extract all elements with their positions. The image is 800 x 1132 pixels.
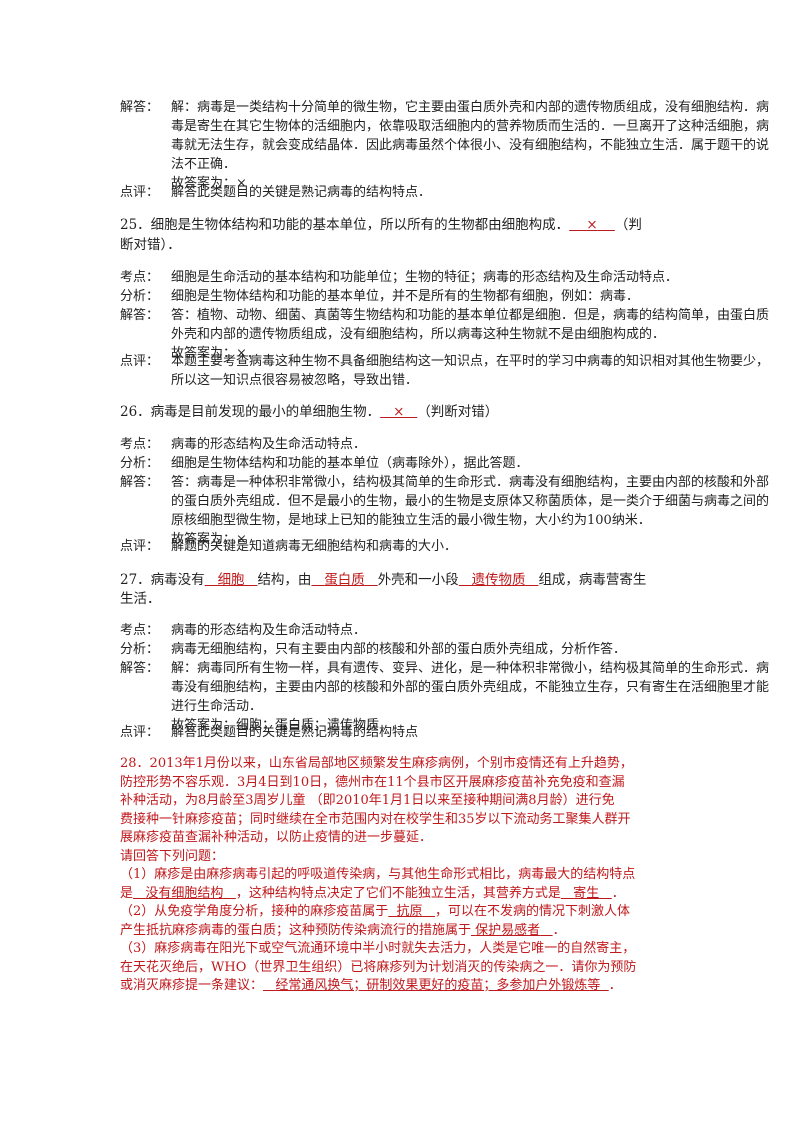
comment-label: 点评： xyxy=(120,354,160,369)
comment-text: 解答此类题目的关键是熟记病毒的结构特点． xyxy=(171,185,432,200)
comment-row: 点评： 解答此类题目的关键是熟记病毒的结构特点． xyxy=(120,183,800,202)
question-text: 展麻疹疫苗查漏补种活动，以防止疫情的进一步蔓延． xyxy=(120,830,433,845)
answer-blank: 没有细胞结构 xyxy=(145,885,224,901)
comment-row: 点评： 解答此类题目的关键是熟记病毒的结构特点 xyxy=(120,723,800,742)
analysis-row: 分析： 细胞是生物体结构和功能的基本单位（病毒除外），据此答题． xyxy=(120,454,800,473)
question-26: 26．病毒是目前发现的最小的单细胞生物． × （判断对错） xyxy=(120,403,800,422)
comment-text: 解答此类题目的关键是熟记病毒的结构特点 xyxy=(171,725,419,740)
question-text: （判 xyxy=(614,217,642,233)
answer-text: 外壳和内部的遗传物质组成，没有细胞结构，所以病毒这种生物就不是由细胞构成的． xyxy=(171,327,666,342)
answer-text: 毒没有细胞结构，主要由内部的核酸和外部的蛋白质外壳组成，不能独立生存，只有寄生在… xyxy=(171,680,770,695)
kaodian-row: 考点： 病毒的形态结构及生命活动特点． xyxy=(120,435,800,454)
answer-blank: × xyxy=(586,217,598,233)
question-text: 26．病毒是目前发现的最小的单细胞生物． xyxy=(120,404,381,420)
kaodian-row: 考点： 病毒的形态结构及生命活动特点． xyxy=(120,621,800,640)
comment-text: 本题主要考查病毒这种生物不具备细胞结构这一知识点，在平时的学习中病毒的知识相对其… xyxy=(171,354,770,369)
analysis-text: 病毒无细胞结构，只有主要由内部的核酸和外部的蛋白质外壳组成，分析作答． xyxy=(171,642,627,657)
answer-row: 解答： 解：病毒是一类结构十分简单的微生物，它主要由蛋白质外壳和内部的遗传物质组… xyxy=(120,98,800,117)
answer-label: 解答： xyxy=(120,661,160,676)
comment-label: 点评： xyxy=(120,185,160,200)
kaodian-label: 考点： xyxy=(120,623,160,638)
question-text: 请回答下列问题： xyxy=(120,848,225,864)
analysis-text: 细胞是生物体结构和功能的基本单位（病毒除外），据此答题． xyxy=(171,456,529,471)
answer-blank: 遗传物质 xyxy=(471,572,526,588)
question-text: 防控形势不容乐观．3月4日到10日，德州市在11个县市区开展麻疹疫苗补充免疫和查… xyxy=(120,774,625,790)
answer-text: 解：病毒是一类结构十分简单的微生物，它主要由蛋白质外壳和内部的遗传物质组成，没有… xyxy=(171,100,770,115)
comment-label: 点评： xyxy=(120,725,160,740)
analysis-text: 细胞是生物体结构和功能的基本单位，并不是所有的生物都有细胞，例如：病毒． xyxy=(171,289,640,304)
comment-text: 解题的关键是知道病毒无细胞结构和病毒的大小． xyxy=(171,539,458,554)
question-text: 生活． xyxy=(120,591,161,607)
answer-result: 故答案为：细胞；蛋白质；遗传物质 xyxy=(171,718,380,733)
question-text: 27．病毒没有 xyxy=(120,572,205,588)
sub-question-3: 或消灭麻疹提一条建议： 经常通风换气；研制效果更好的疫苗；多参加户外锻炼等 ． xyxy=(120,978,622,993)
answer-text: 答：植物、动物、细菌、真菌等生物结构和功能的基本单位都是细胞．但是，病毒的结构简… xyxy=(171,308,770,323)
answer-blank: 保护易感者 xyxy=(475,922,541,938)
answer-blank: 细胞 xyxy=(217,572,245,588)
answer-blank: 抗原 xyxy=(396,904,423,919)
answer-blank: × xyxy=(393,404,405,420)
answer-blank: 经常通风换气；研制效果更好的疫苗；多参加户外锻炼等 xyxy=(275,978,601,993)
kaodian-label: 考点： xyxy=(120,270,160,285)
kaodian-label: 考点： xyxy=(120,437,160,452)
comment-text: 所以这一知识点很容易被忽略，导致出错． xyxy=(171,373,419,388)
kaodian-text: 细胞是生命活动的基本结构和功能单位；生物的特征；病毒的形态结构及生命活动特点． xyxy=(171,270,679,285)
question-text: 28．2013年1月份以来，山东省局部地区频繁发生麻疹病例，个别市疫情还有上升趋… xyxy=(120,756,633,771)
answer-row: 解答： 解：病毒同所有生物一样，具有遗传、变异、进化，是一种体积非常微小，结构极… xyxy=(120,659,800,678)
answer-blank: 寄生 xyxy=(573,885,600,901)
sub-question-1: （1）麻疹是由麻疹病毒引起的呼吸道传染病，与其他生命形式相比，病毒最大的结构特点 xyxy=(120,867,636,882)
answer-row: 解答： 答：病毒是一种体积非常微小，结构极其简单的生命形式．病毒没有细胞结构，主… xyxy=(120,473,800,492)
analysis-row: 分析： 病毒无细胞结构，只有主要由内部的核酸和外部的蛋白质外壳组成，分析作答． xyxy=(120,640,800,659)
question-text: 费接种一针麻疹疫苗；同时继续在全市范围内对在校学生和35岁以下流动务工聚集人群开 xyxy=(120,811,631,827)
answer-text: 毒是寄生在其它生物体的活细胞内，依靠吸取活细胞内的营养物质而生活的．一旦离开了这… xyxy=(171,119,770,134)
question-25: 25．细胞是生物体结构和功能的基本单位，所以所有的生物都由细胞构成． × （判 xyxy=(120,216,800,235)
question-text: 补种活动，为8月龄至3周岁儿童 （即2010年1月1日以来至接种期间满8月龄）进… xyxy=(120,793,615,808)
answer-result: 故答案为：× xyxy=(171,176,247,191)
answer-text: 进行生命活动． xyxy=(171,699,263,714)
analysis-row: 分析： 细胞是生物体结构和功能的基本单位，并不是所有的生物都有细胞，例如：病毒． xyxy=(120,287,800,306)
answer-text: 原核细胞型微生物，是地球上已知的能独立生活的最小微生物，大小约为100纳米． xyxy=(171,513,651,528)
question-28: 28．2013年1月份以来，山东省局部地区频繁发生麻疹病例，个别市疫情还有上升趋… xyxy=(120,755,680,996)
kaodian-row: 考点： 细胞是生命活动的基本结构和功能单位；生物的特征；病毒的形态结构及生命活动… xyxy=(120,268,800,287)
answer-label: 解答： xyxy=(120,100,160,115)
answer-label: 解答： xyxy=(120,308,160,323)
analysis-label: 分析： xyxy=(120,642,160,657)
sub-question-2: 产生抵抗麻疹病毒的蛋白质；这种预防传染病流行的措施属于 保护易感者 ． xyxy=(120,922,566,938)
answer-result: 故答案为：× xyxy=(171,532,247,547)
answer-text: 毒就无法生存，就会变成结晶体．因此病毒虽然个体很小、没有细胞结构，不能独立生活．… xyxy=(171,138,770,153)
question-27: 27．病毒没有 细胞 结构，由 蛋白质 外壳和一小段 遗传物质 组成，病毒营寄生 xyxy=(120,571,800,590)
comment-label: 点评： xyxy=(120,539,160,554)
answer-text: 答：病毒是一种体积非常微小，结构极其简单的生命形式．病毒没有细胞结构，主要由内部… xyxy=(171,475,770,490)
answer-text: 法不正确． xyxy=(171,157,237,172)
question-text: 25．细胞是生物体结构和功能的基本单位，所以所有的生物都由细胞构成． xyxy=(120,217,570,233)
answer-blank: 蛋白质 xyxy=(324,572,365,588)
comment-row: 点评： 本题主要考查病毒这种生物不具备细胞结构这一知识点，在平时的学习中病毒的知… xyxy=(120,352,800,371)
answer-text: 的蛋白质外壳组成．但不是最小的生物，最小的生物是支原体又称菌质体，是一类介于细菌… xyxy=(171,494,770,509)
answer-label: 解答： xyxy=(120,475,160,490)
answer-row: 解答： 答：植物、动物、细菌、真菌等生物结构和功能的基本单位都是细胞．但是，病毒… xyxy=(120,306,800,325)
answer-result: 故答案为：×． xyxy=(171,346,260,361)
question-text: 组成，病毒营寄生 xyxy=(538,572,647,588)
question-text: （判断对错） xyxy=(417,404,499,420)
analysis-label: 分析： xyxy=(120,289,160,304)
question-text: 断对错）． xyxy=(120,237,181,253)
sub-question-2: （2）从免疫学角度分析，接种的麻疹疫苗属于 抗原 ，可以在不发病的情况下刺激人体 xyxy=(120,904,630,919)
kaodian-text: 病毒的形态结构及生命活动特点． xyxy=(171,437,367,452)
sub-question-3: 在天花灭绝后，WHO（世界卫生组织）已将麻疹列为计划消灭的传染病之一．请你为预防 xyxy=(120,959,637,975)
comment-row: 点评： 解题的关键是知道病毒无细胞结构和病毒的大小． xyxy=(120,537,800,556)
question-text: 外壳和一小段 xyxy=(377,572,459,588)
sub-question-1: 是 没有细胞结构 ，这种结构特点决定了它们不能独立生活，其营养方式是 寄生 ． xyxy=(120,885,625,901)
question-text: 结构，由 xyxy=(257,572,312,588)
answer-text: 解：病毒同所有生物一样，具有遗传、变异、进化，是一种体积非常微小，结构极其简单的… xyxy=(171,661,770,676)
analysis-label: 分析： xyxy=(120,456,160,471)
sub-question-3: （3）麻疹病毒在阳光下或空气流通环境中半小时就失去活力，人类是它唯一的自然寄主， xyxy=(120,941,636,956)
kaodian-text: 病毒的形态结构及生命活动特点． xyxy=(171,623,367,638)
